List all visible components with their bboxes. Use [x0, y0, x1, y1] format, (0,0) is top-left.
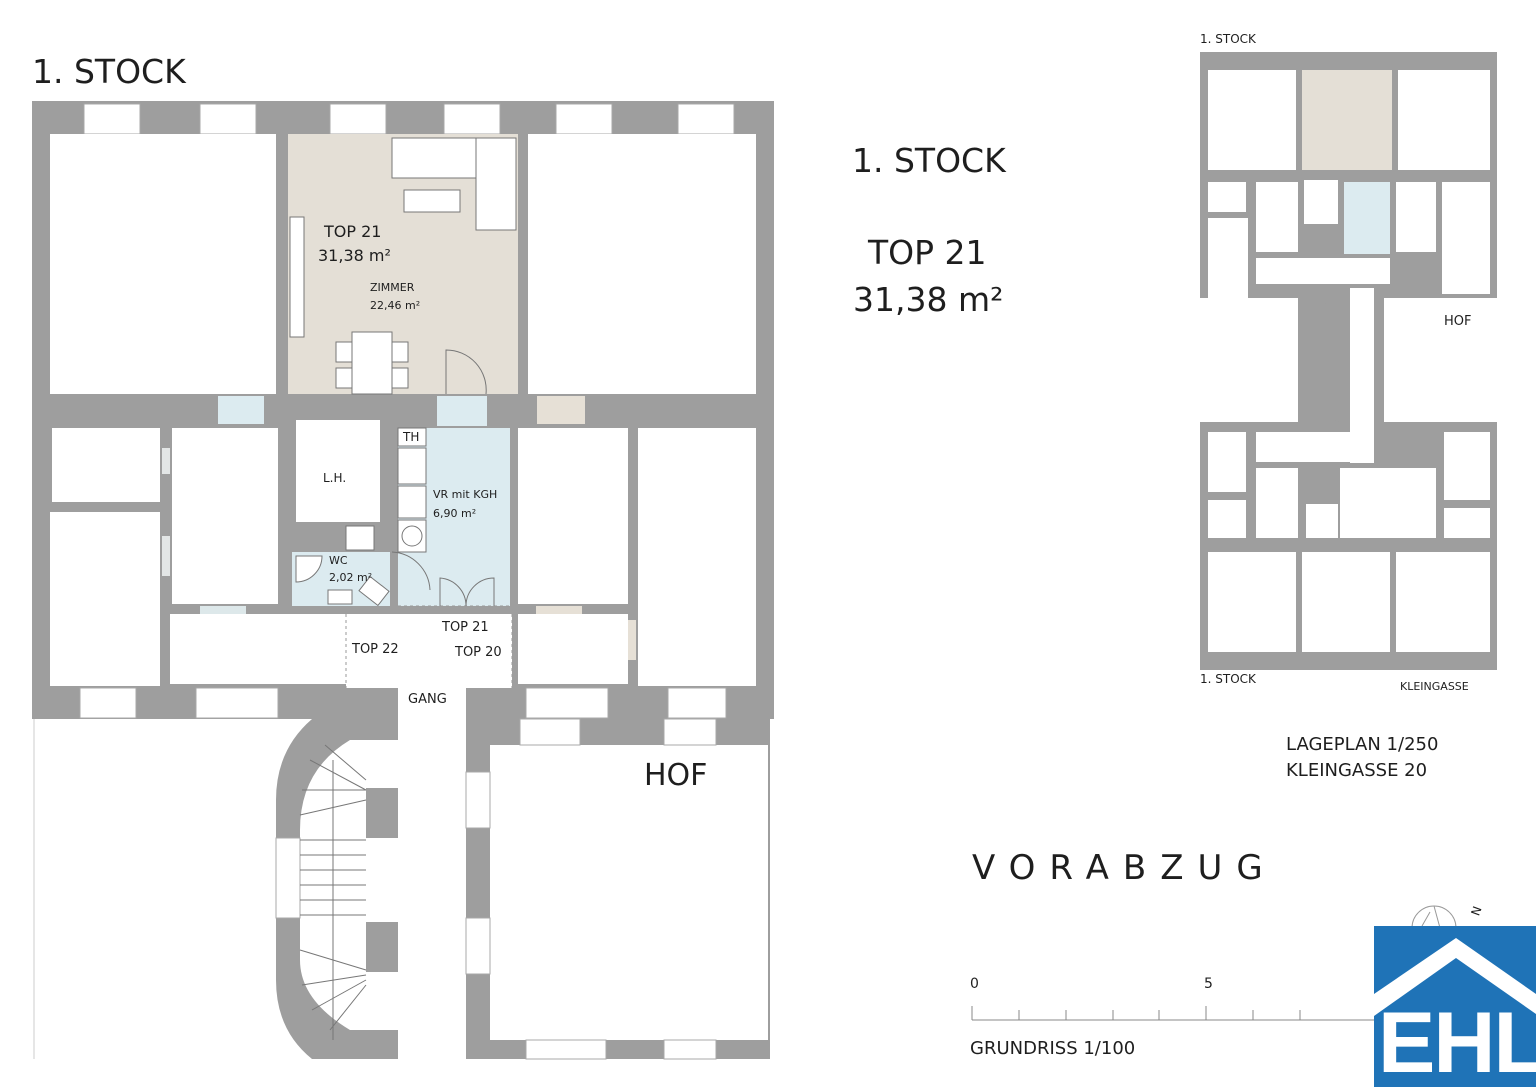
lh-label: L.H.	[323, 471, 347, 485]
th-label: TH	[403, 430, 420, 444]
vr-area: 6,90 m²	[433, 507, 477, 520]
site-plan-caption-2: KLEINGASSE 20	[1286, 760, 1428, 781]
site-plan-caption-1: LAGEPLAN 1/250	[1286, 734, 1439, 755]
main-floor-plan: 1. STOCK TOP 21 31,38 m² ZIMMER 22,46 m²…	[32, 52, 774, 1060]
unit-area: 31,38 m²	[318, 246, 391, 265]
corridor-top21: TOP 21	[442, 620, 489, 635]
site-plan-drawing	[1190, 52, 1500, 670]
vr-label: VR mit KGH	[433, 488, 498, 501]
compass-icon: N	[1408, 902, 1485, 930]
wc-area: 2,02 m²	[329, 571, 373, 584]
logo-text: EHL	[1378, 995, 1536, 1087]
site-plan-hof: HOF	[1444, 314, 1472, 329]
unit-label: TOP 21	[324, 222, 382, 241]
zimmer-area: 22,46 m²	[370, 299, 421, 312]
site-plan-street: KLEINGASSE	[1400, 680, 1469, 693]
corridor-top22: TOP 22	[352, 642, 399, 657]
scale-caption: GRUNDRISS 1/100	[970, 1038, 1136, 1059]
site-plan-top-label: 1. STOCK	[1200, 32, 1256, 46]
zimmer-label: ZIMMER	[370, 281, 415, 294]
watermark-vorabzug: VORABZUG	[972, 848, 1277, 888]
corridor-top20: TOP 20	[455, 645, 502, 660]
scale-tick-0: 0	[970, 976, 979, 992]
info-area: 31,38 m²	[853, 280, 1004, 319]
floor-plan-drawing	[32, 101, 774, 1060]
info-unit: TOP 21	[868, 233, 987, 272]
scale-tick-5: 5	[1204, 976, 1213, 992]
ehl-logo: EHL	[1374, 926, 1536, 1087]
site-plan-bottom-label: 1. STOCK	[1200, 672, 1256, 686]
wc-label: WC	[329, 554, 348, 567]
scale-bar: 0 5	[960, 970, 1380, 1030]
info-floor: 1. STOCK	[852, 141, 1006, 180]
hof-label: HOF	[644, 758, 708, 793]
house-roof-icon	[1374, 938, 1536, 1016]
floor-title: 1. STOCK	[32, 52, 186, 91]
site-plan: 1. STOCK HOF 1. STOCK KLEINGASSE	[1190, 30, 1510, 700]
scale-bar-ticks	[971, 1006, 1380, 1021]
gang-label: GANG	[408, 692, 447, 707]
compass-north: N	[1468, 904, 1485, 918]
top-windows	[83, 103, 735, 135]
